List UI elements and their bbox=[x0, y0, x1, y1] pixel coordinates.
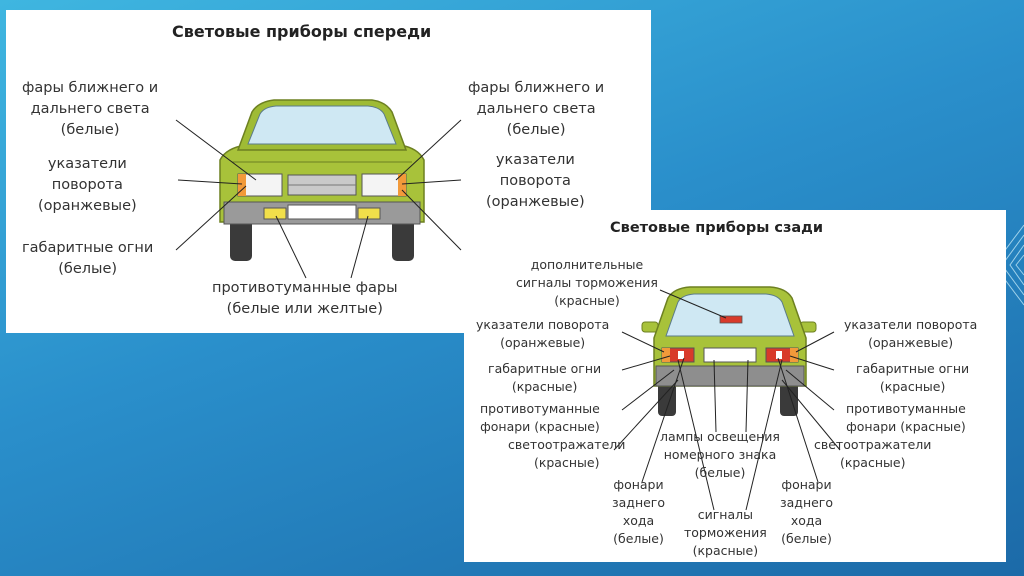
rear-label-fog-right: противотуманные фонари (красные) bbox=[846, 401, 966, 434]
rear-label-reflector-right: светоотражатели (красные) bbox=[814, 437, 932, 470]
rear-label-extra-brake: дополнительные сигналы торможения (красн… bbox=[516, 257, 658, 308]
rear-label-fog-left: противотуманные фонари (красные) bbox=[480, 401, 600, 434]
front-label-headlights-left: фары ближнего и дальнего света (белые) bbox=[22, 80, 159, 138]
front-car-illustration bbox=[175, 99, 462, 279]
front-title: Световые приборы спереди bbox=[172, 22, 432, 41]
front-label-headlights-right: фары ближнего и дальнего света (белые) bbox=[468, 80, 605, 138]
front-label-parking: габаритные огни (белые) bbox=[22, 240, 154, 277]
rear-label-plate: лампы освещения номерного знака (белые) bbox=[660, 429, 780, 480]
rear-label-turn-left: указатели поворота (оранжевые) bbox=[476, 317, 610, 350]
rear-label-reflector-left: светоотражатели (красные) bbox=[508, 437, 626, 470]
rear-car-illustration bbox=[613, 286, 841, 511]
rear-lights-panel: Световые приборы сзади bbox=[464, 210, 1006, 562]
front-label-fog: противотуманные фары (белые или желтые) bbox=[212, 280, 398, 317]
front-label-turn-left: указатели поворота (оранжевые) bbox=[38, 156, 137, 214]
rear-label-parking-right: габаритные огни (красные) bbox=[856, 361, 970, 394]
rear-label-reverse-left: фонари заднего хода (белые) bbox=[612, 477, 666, 546]
front-label-turn-right: указатели поворота (оранжевые) bbox=[486, 152, 585, 210]
rear-label-turn-right: указатели поворота (оранжевые) bbox=[844, 317, 978, 350]
rear-title: Световые приборы сзади bbox=[610, 220, 824, 236]
rear-label-brake: сигналы торможения (красные) bbox=[684, 507, 767, 558]
rear-label-reverse-right: фонари заднего хода (белые) bbox=[780, 477, 834, 546]
front-lights-panel: Световые приборы спереди bbox=[6, 10, 651, 333]
rear-label-parking-left: габаритные огни (красные) bbox=[488, 361, 602, 394]
